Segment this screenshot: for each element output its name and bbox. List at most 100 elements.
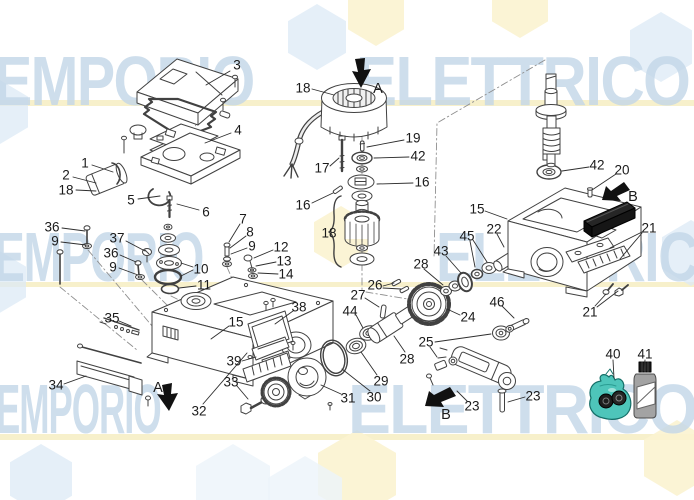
callout-leader-line: [609, 231, 643, 249]
callout-number: 19: [405, 131, 420, 146]
callout-leader-line: [373, 156, 410, 159]
arrow-a-bottom: [157, 383, 178, 411]
callout-leader-line: [366, 139, 405, 148]
callout-leader-line: [496, 233, 505, 248]
callout-leader-line: [429, 346, 438, 358]
callout-number: 17: [314, 161, 329, 176]
watermark-word: ELETTRICO: [356, 42, 691, 120]
callout-leader-line: [91, 164, 114, 173]
callout-number: 32: [191, 404, 206, 419]
callout-leader-line: [612, 359, 615, 379]
part-rack-plates-21: [565, 237, 631, 274]
callout-leader-line: [257, 272, 279, 275]
callout-number: 14: [278, 267, 294, 282]
part-rubber-buffer: [583, 201, 636, 238]
part-pin-27: [379, 304, 387, 319]
callout-leader-line: [241, 356, 257, 362]
part-screw-6: [166, 195, 173, 219]
callout-number: 9: [51, 234, 59, 249]
callout-leader-line: [229, 235, 247, 249]
callout-leader-lines: [60, 70, 646, 405]
callout-leader-line: [619, 232, 643, 260]
callout-number: 15: [228, 315, 243, 330]
callout-leader-line: [118, 267, 139, 276]
part-cover-screws: [121, 74, 238, 154]
arrow-b-bottom: [425, 387, 456, 407]
part-finned-block: [242, 352, 292, 383]
callout-number: 20: [614, 163, 629, 178]
callout-leader-line: [341, 368, 371, 392]
callout-number: 28: [413, 257, 428, 272]
callout-leader-line: [596, 290, 619, 308]
view-letter: B: [628, 189, 638, 205]
callout-leader-line: [382, 282, 395, 287]
callout-number: 29: [373, 374, 388, 389]
callout-number: 43: [433, 244, 448, 259]
callout-leader-line: [125, 240, 146, 252]
callout-number: 8: [246, 225, 254, 240]
view-letter: A: [373, 81, 383, 97]
part-cover: [136, 58, 239, 126]
callout-leader-line: [376, 182, 414, 185]
callout-leader-line: [423, 268, 444, 286]
callout-number: 45: [459, 229, 474, 244]
callout-number: 33: [223, 375, 238, 390]
callout-leader-line: [320, 384, 342, 395]
callout-leader-line: [434, 333, 492, 343]
callout-number: 10: [193, 262, 208, 277]
part-release-lever-23: [437, 346, 516, 390]
part-screw-7-8-9: [222, 242, 232, 267]
callout-number: 6: [202, 205, 210, 220]
part-worm-shaft: [535, 73, 567, 168]
callout-number: 12: [273, 240, 288, 255]
callout-number: 16: [414, 175, 429, 190]
callout-number: 42: [589, 158, 604, 173]
part-gear-24: [407, 282, 451, 326]
part-link-46: [505, 318, 530, 333]
part-hardware-35: [99, 317, 140, 336]
part-base-plate: [140, 132, 241, 185]
callout-number: 41: [637, 347, 652, 362]
callout-number: 3: [233, 58, 241, 73]
part-lever-hardware: [426, 356, 507, 413]
part-oring-30: [319, 339, 349, 377]
part-gasket: [142, 97, 218, 140]
rotor-stack-brace: [328, 195, 342, 268]
part-spares-bag-40: [589, 368, 632, 420]
callout-leader-line: [393, 335, 406, 353]
callout-number: 31: [340, 391, 355, 406]
callout-number: 13: [276, 254, 291, 269]
callout-leader-line: [643, 359, 646, 372]
callout-leader-line: [230, 247, 248, 255]
callout-leader-line: [253, 249, 274, 259]
callout-number: 26: [367, 278, 382, 293]
part-pins-26: [391, 278, 410, 294]
direction-arrows: [157, 58, 630, 411]
callout-leader-line: [210, 325, 230, 340]
callout-leader-line: [137, 195, 161, 200]
callout-number: 35: [104, 311, 119, 326]
callout-leader-line: [507, 396, 526, 403]
part-output-pinion: [260, 376, 292, 408]
part-screw-12-13-14: [243, 254, 258, 279]
callout-number: 9: [109, 260, 117, 275]
callout-leader-line: [382, 287, 402, 290]
callout-number: 23: [525, 389, 540, 404]
callout-number: 46: [489, 295, 504, 310]
callout-number: 38: [291, 300, 306, 315]
callout-number: 2: [62, 168, 70, 183]
callout-number: 27: [350, 288, 365, 303]
callout-number: 7: [239, 212, 247, 227]
callout-number: 24: [460, 310, 476, 325]
callout-leader-line: [591, 173, 617, 191]
callout-number: 5: [127, 193, 135, 208]
callout-number: 34: [48, 378, 64, 393]
callout-leader-line: [501, 305, 515, 319]
part-grease-bottle-41: [633, 361, 657, 419]
part-rotor-stack: [332, 165, 381, 266]
callout-number: 25: [418, 335, 433, 350]
callout-leader-line: [311, 192, 334, 204]
callout-leader-line: [484, 210, 508, 220]
